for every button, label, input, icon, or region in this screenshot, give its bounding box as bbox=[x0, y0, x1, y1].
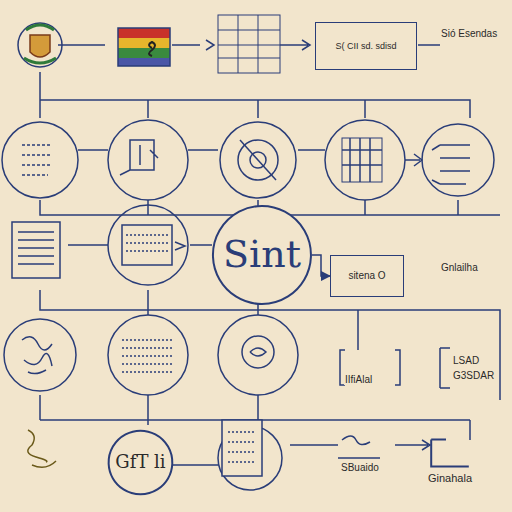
node-text: Sint bbox=[223, 233, 301, 277]
octagon-icon bbox=[2, 120, 494, 200]
node-text: sitena O bbox=[348, 270, 385, 282]
node-text: GfT li bbox=[115, 452, 165, 473]
process-box: sitena O bbox=[330, 255, 404, 297]
connector-wire bbox=[40, 290, 500, 400]
document-icon bbox=[12, 205, 188, 285]
node-text: S( CII sd. sdisd bbox=[335, 41, 396, 51]
table-grid bbox=[218, 15, 280, 73]
flow-arrow bbox=[312, 255, 330, 276]
note-label: G3SDAR bbox=[452, 370, 495, 381]
note-label: IIfiAlal bbox=[344, 374, 373, 385]
octagon-icon bbox=[4, 315, 450, 395]
script-symbol bbox=[338, 436, 380, 458]
connector-wire bbox=[168, 440, 430, 465]
process-box: Ginahala bbox=[430, 438, 470, 468]
bracket bbox=[340, 350, 400, 385]
bracket bbox=[440, 348, 450, 388]
coat-of-arms bbox=[18, 23, 62, 67]
process-box: S( CII sd. sdisd bbox=[315, 22, 417, 70]
flag-icon bbox=[118, 28, 170, 66]
connector-wire bbox=[40, 72, 470, 118]
node-text: Ginahala bbox=[428, 472, 472, 485]
note-label: SBuaido bbox=[340, 462, 380, 473]
process-circle: Sint bbox=[212, 205, 312, 305]
note-label: LSAD bbox=[452, 355, 480, 366]
icon bbox=[28, 420, 380, 490]
note-label: Sió Esendas bbox=[440, 28, 498, 39]
bracket-outline bbox=[430, 438, 470, 468]
process-circle: GfT li bbox=[108, 430, 173, 495]
note-label: Gnlailha bbox=[440, 262, 479, 273]
